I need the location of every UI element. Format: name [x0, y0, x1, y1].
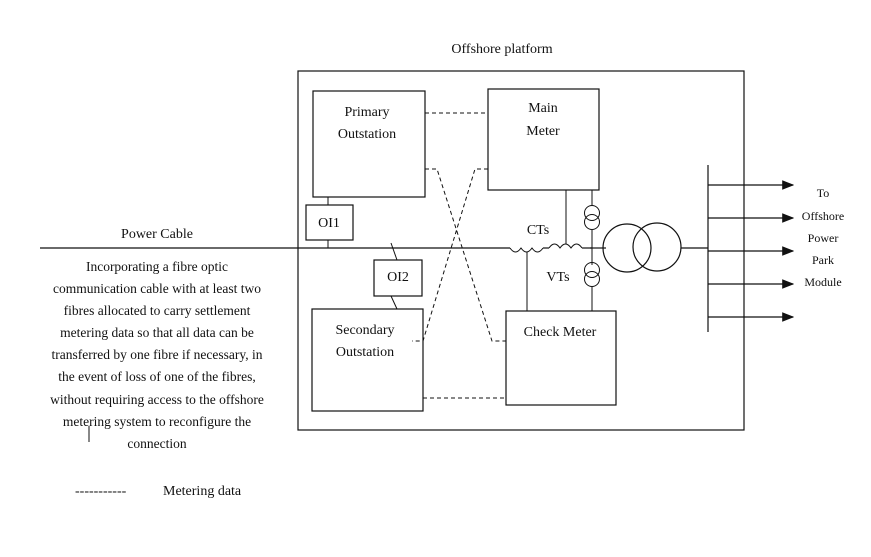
- check-meter-label: Check Meter: [524, 325, 597, 340]
- cable-description-line-5: transferred by one fibre if necessary, i…: [52, 347, 263, 362]
- vts-label: VTs: [546, 270, 569, 285]
- oi2-link-top: [390, 242, 398, 261]
- cable-description-line-9: connection: [127, 436, 186, 451]
- cable-description-line-1: Incorporating a fibre optic: [86, 259, 228, 274]
- legend-label: Metering data: [163, 484, 242, 499]
- oi1-label: OI1: [318, 216, 340, 231]
- vt-check-coil-2: [584, 271, 600, 287]
- ct-coil-check: [509, 247, 544, 253]
- secondary-outstation-box: [311, 308, 424, 412]
- legend-dashed-symbol: -----------: [75, 484, 127, 499]
- secondary-outstation-label-2: Outstation: [336, 345, 394, 360]
- output-label-2: Offshore: [802, 209, 844, 223]
- output-label-5: Module: [804, 275, 841, 289]
- oi2-label: OI2: [387, 270, 409, 285]
- cts-label: CTs: [527, 223, 549, 238]
- cable-description-line-4: metering data so that all data can be: [60, 325, 254, 340]
- secondary-outstation-label-1: Secondary: [335, 323, 394, 338]
- cable-description-line-3: fibres allocated to carry settlement: [64, 303, 251, 318]
- metering-link-main-secondary: [412, 168, 488, 342]
- output-label-3: Power: [808, 231, 839, 245]
- transformer-winding-primary: [602, 223, 652, 273]
- primary-outstation-box: [312, 90, 426, 198]
- cable-description-line-7: without requiring access to the offshore: [50, 392, 264, 407]
- oi1-box: [305, 204, 354, 241]
- output-label-1: To: [817, 186, 830, 200]
- main-meter-label-1: Main: [528, 101, 558, 116]
- transformer-winding-secondary: [632, 222, 682, 272]
- ct-coil-main: [548, 243, 583, 249]
- metering-link-primary-check: [425, 168, 506, 342]
- vt-main-coil-2: [584, 214, 600, 230]
- oi2-box: [373, 259, 423, 297]
- oi2-link-bottom: [390, 295, 398, 310]
- primary-outstation-label-2: Outstation: [338, 127, 396, 142]
- main-meter-box: [487, 88, 600, 191]
- vt-main-coil-1: [584, 205, 600, 221]
- check-meter-box: [505, 310, 617, 406]
- platform-title: Offshore platform: [451, 42, 552, 57]
- cable-description-line-2: communication cable with at least two: [53, 281, 261, 296]
- vt-check-coil-1: [584, 262, 600, 278]
- primary-outstation-label-1: Primary: [344, 105, 389, 120]
- cable-description-line-6: the event of loss of one of the fibres,: [58, 369, 256, 384]
- output-label-4: Park: [812, 253, 834, 267]
- main-meter-label-2: Meter: [526, 124, 560, 139]
- power-cable-label: Power Cable: [121, 227, 193, 242]
- cable-description-line-8: metering system to reconfigure the: [63, 414, 251, 429]
- offshore-platform-boundary: [297, 70, 745, 431]
